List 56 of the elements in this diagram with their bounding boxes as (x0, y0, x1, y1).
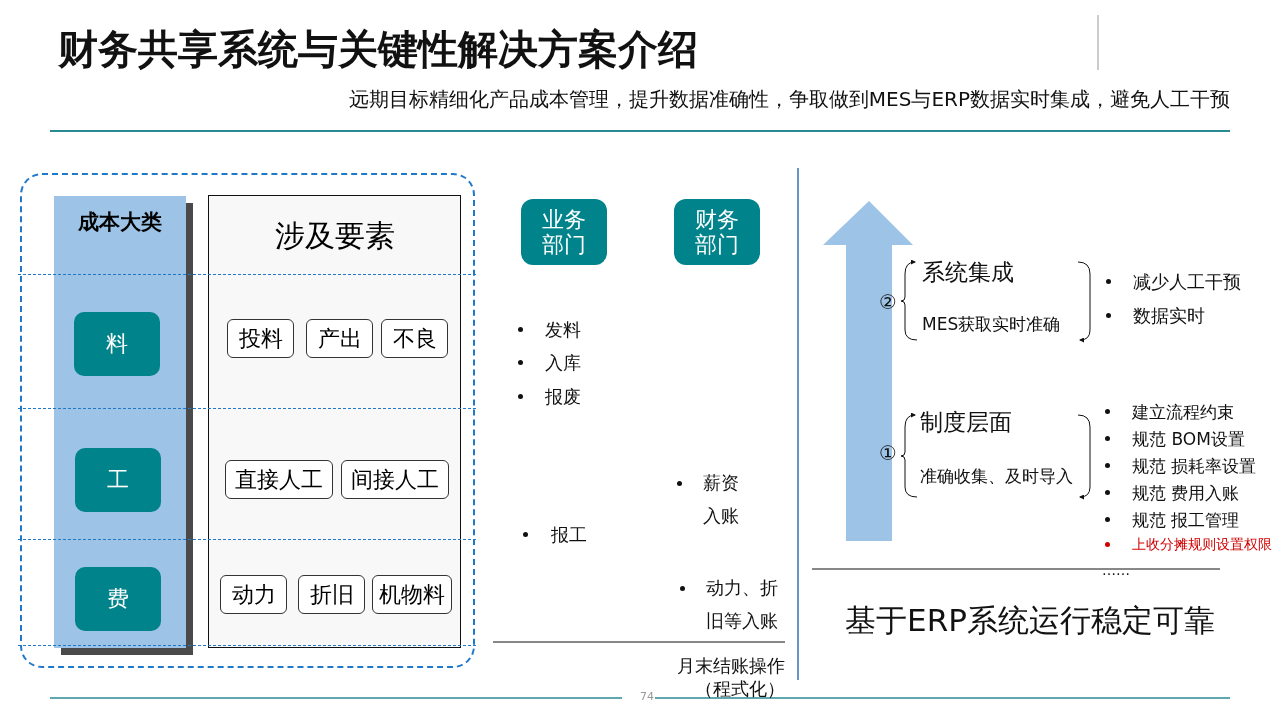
step-number: ① (879, 441, 897, 465)
element-tag (298, 575, 365, 614)
element-tag (306, 319, 373, 358)
element-tag (220, 575, 287, 614)
bullet-text: 减少人工干预 (1133, 270, 1241, 294)
page-number: 74 (640, 690, 654, 703)
category-label: 费 (107, 585, 129, 613)
department-label: 业务部门 (541, 206, 587, 258)
element-tag (372, 575, 452, 614)
step-number: ② (879, 290, 897, 314)
element-tag (381, 319, 448, 358)
conclusion-text: 基于ERP系统运行稳定可靠 (844, 601, 1216, 640)
tag-label: 产出 (317, 324, 362, 353)
element-tag (227, 319, 294, 358)
bullet-text: 规范 报工管理 (1132, 509, 1240, 532)
bullet-text: 报废 (545, 385, 581, 409)
bullet-text: 建立流程约束 (1132, 401, 1234, 424)
tag-label: 折旧 (309, 580, 354, 609)
page-title: 财务共享系统与关键性解决方案介绍 (58, 25, 698, 74)
section-heading: 制度层面 (920, 408, 1012, 437)
tag-label: 间接人工 (351, 465, 439, 494)
category-label: 料 (106, 330, 128, 358)
tag-label: 机物料 (379, 580, 445, 609)
bullet-text: 规范 BOM设置 (1132, 428, 1245, 451)
subtitle: 远期目标精细化产品成本管理，提升数据准确性，争取做到MES与ERP数据实时集成，避免人工干预 (348, 86, 1230, 113)
text-label: …… (1102, 562, 1130, 578)
tag-label: 不良 (392, 324, 437, 353)
category-box (75, 567, 161, 631)
bullet-text: 规范 损耗率设置 (1132, 455, 1257, 478)
tag-label: 投料 (238, 324, 283, 353)
category-box (75, 448, 161, 512)
tag-label: 直接人工 (235, 465, 323, 494)
category-box (74, 312, 160, 376)
element-tag (341, 460, 449, 499)
text-label: 月末结账操作（程式化） (676, 654, 785, 700)
tag-label: 动力 (231, 580, 276, 609)
bullet-text: 数据实时 (1133, 304, 1205, 328)
bullet-text: 报工 (551, 523, 587, 547)
department-box (521, 199, 607, 265)
elements-panel (208, 195, 461, 648)
category-label: 工 (107, 466, 129, 494)
department-box (674, 199, 760, 265)
bullet-text: 规范 费用入账 (1132, 482, 1240, 505)
bullet-text: 上收分摊规则设置权限 (1132, 536, 1272, 554)
text-label: MES获取实时准确 (922, 313, 1061, 336)
bullet-text: 入库 (545, 351, 581, 375)
element-tag (225, 460, 333, 499)
bullet-text: 薪资入账 (703, 471, 740, 528)
text-label: 准确收集、及时导入 (920, 465, 1073, 488)
column-heading: 成本大类 (77, 209, 163, 236)
bullet-text: 动力、折旧等入账 (706, 576, 779, 633)
panel-heading: 涉及要素 (273, 217, 396, 255)
section-heading: 系统集成 (922, 258, 1014, 287)
department-label: 财务部门 (694, 206, 740, 258)
bullet-text: 发料 (545, 318, 581, 342)
dashed-frame (20, 173, 475, 668)
